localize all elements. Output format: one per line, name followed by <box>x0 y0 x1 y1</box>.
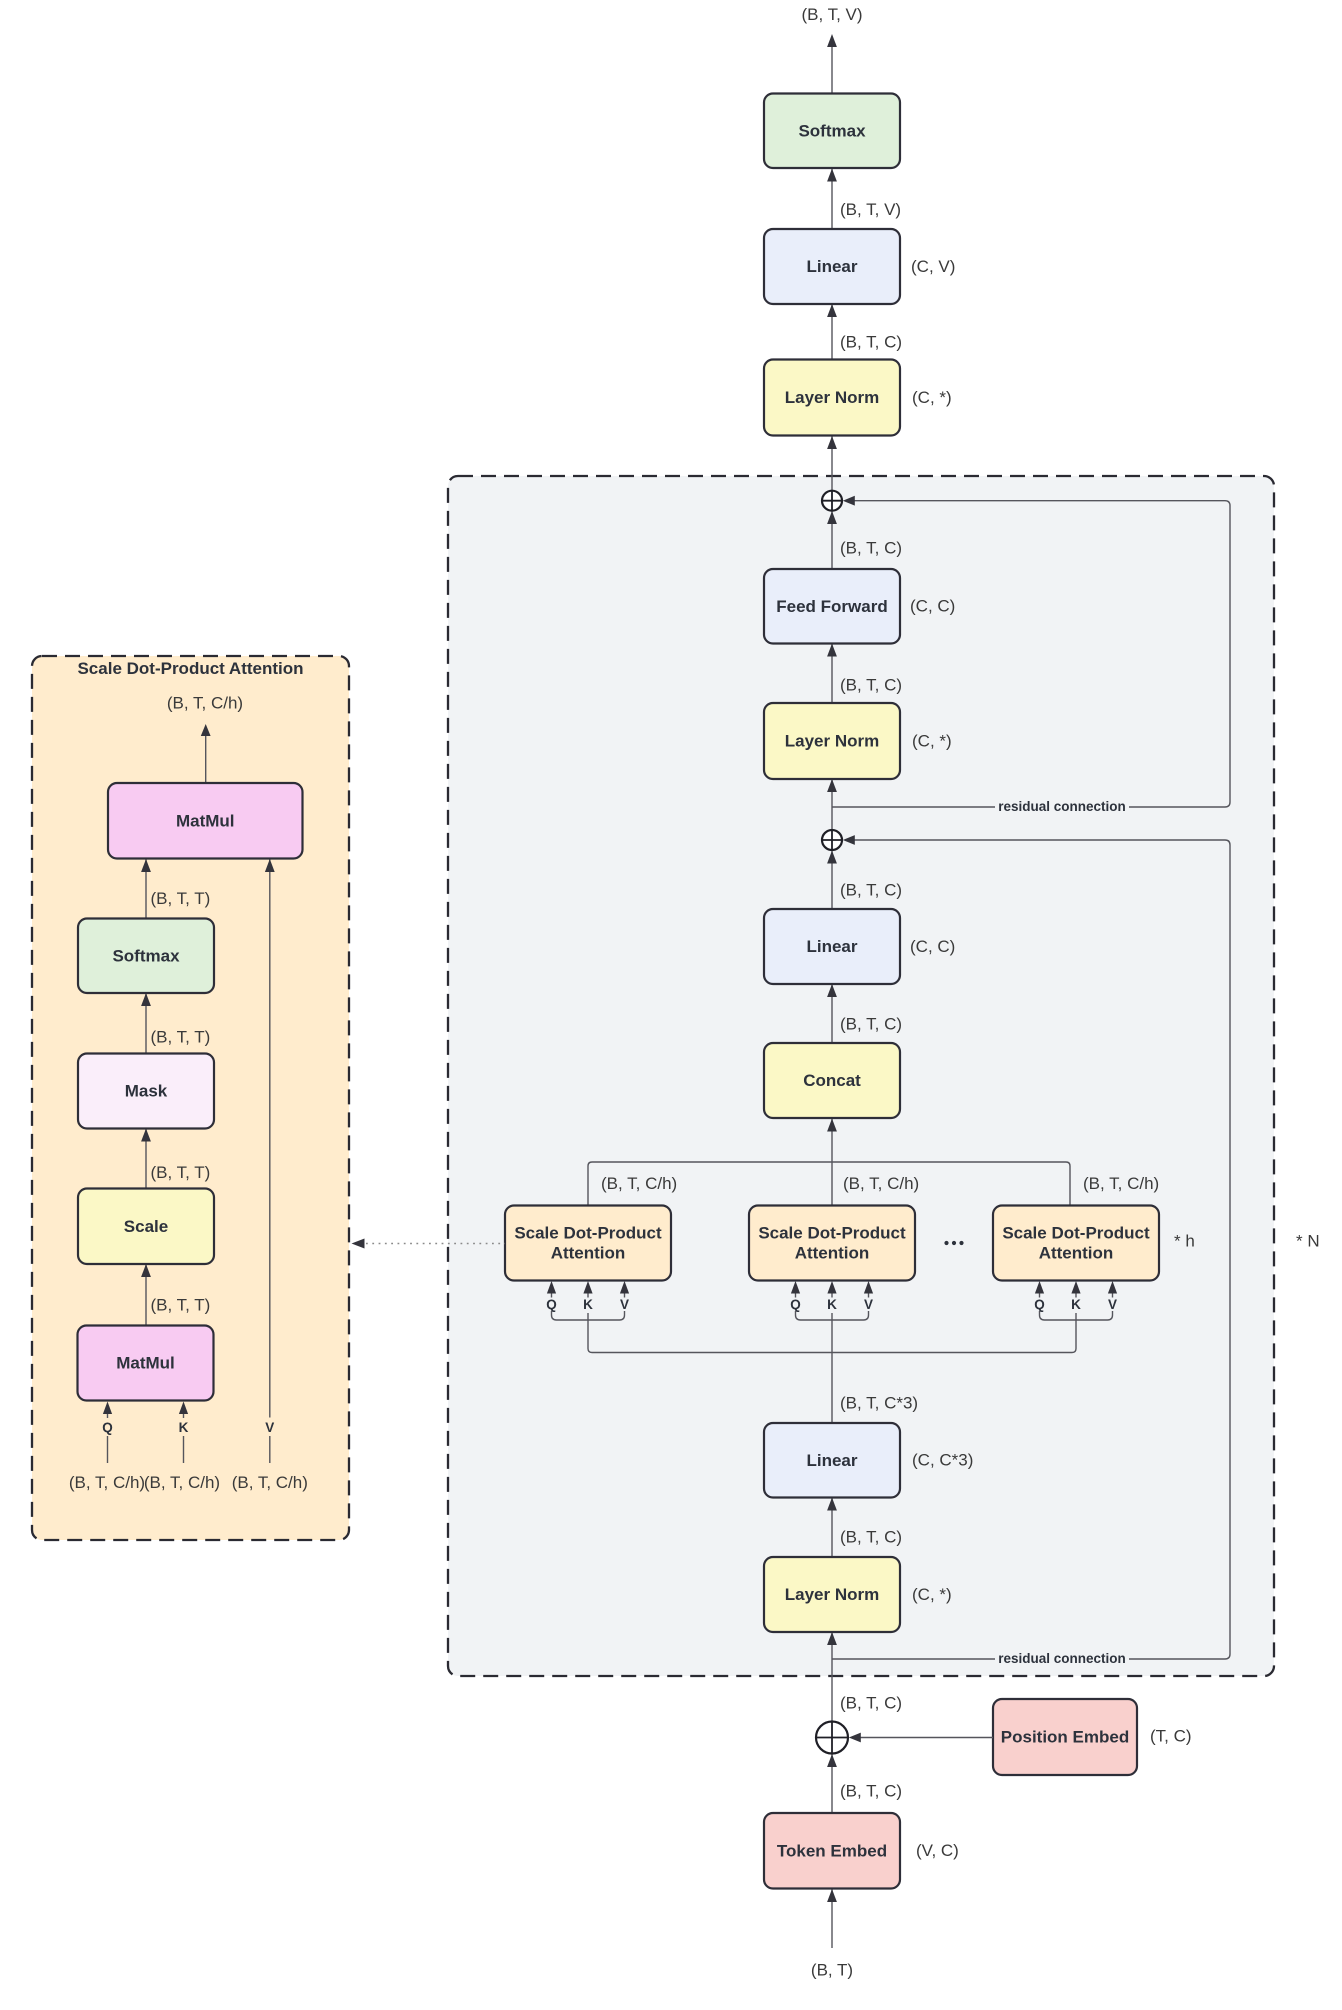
svg-text:(B, T, C): (B, T, C) <box>840 1694 902 1713</box>
svg-text:Q: Q <box>790 1297 801 1312</box>
svg-text:(C, V): (C, V) <box>911 257 955 276</box>
svg-text:(B, T, C): (B, T, C) <box>840 539 902 558</box>
svg-text:Concat: Concat <box>803 1071 861 1090</box>
svg-text:Q: Q <box>1034 1297 1045 1312</box>
svg-text:Linear: Linear <box>806 937 857 956</box>
svg-text:Scale Dot-Product Attention: Scale Dot-Product Attention <box>77 659 303 678</box>
svg-text:Softmax: Softmax <box>798 121 866 140</box>
svg-text:V: V <box>265 1420 274 1435</box>
svg-text:Softmax: Softmax <box>112 946 180 965</box>
svg-text:(B, T, T): (B, T, T) <box>151 1163 211 1182</box>
svg-text:Attention: Attention <box>1039 1243 1114 1262</box>
svg-text:residual connection: residual connection <box>998 1651 1126 1666</box>
svg-text:(B, T, C*3): (B, T, C*3) <box>840 1394 918 1413</box>
svg-text:(B, T, C/h): (B, T, C/h) <box>69 1473 145 1492</box>
svg-text:Layer Norm: Layer Norm <box>785 732 879 751</box>
svg-text:(B, T, C): (B, T, C) <box>840 333 902 352</box>
svg-text:Attention: Attention <box>551 1243 626 1262</box>
svg-text:Mask: Mask <box>125 1082 168 1101</box>
svg-text:Linear: Linear <box>806 257 857 276</box>
svg-text:Scale Dot-Product: Scale Dot-Product <box>514 1224 662 1243</box>
svg-text:residual connection: residual connection <box>998 799 1126 814</box>
svg-text:(C, C): (C, C) <box>910 937 955 956</box>
svg-text:(B, T, C/h): (B, T, C/h) <box>843 1174 919 1193</box>
svg-text:(B, T, V): (B, T, V) <box>801 5 862 24</box>
svg-text:* N: * N <box>1296 1232 1320 1251</box>
svg-text:(B, T, C): (B, T, C) <box>840 1528 902 1547</box>
svg-text:(B, T, C): (B, T, C) <box>840 881 902 900</box>
svg-text:(B, T, C/h): (B, T, C/h) <box>144 1473 220 1492</box>
svg-text:Layer Norm: Layer Norm <box>785 1585 879 1604</box>
svg-text:Feed Forward: Feed Forward <box>776 597 887 616</box>
svg-text:(B, T, C): (B, T, C) <box>840 676 902 695</box>
svg-text:K: K <box>1071 1297 1081 1312</box>
svg-text:Layer Norm: Layer Norm <box>785 388 879 407</box>
svg-text:(B, T, V): (B, T, V) <box>840 200 901 219</box>
svg-text:(C, *): (C, *) <box>912 732 952 751</box>
svg-text:Scale: Scale <box>124 1217 168 1236</box>
svg-text:(B, T, C/h): (B, T, C/h) <box>601 1174 677 1193</box>
svg-text:Q: Q <box>546 1297 557 1312</box>
svg-text:(C, *): (C, *) <box>912 1585 952 1604</box>
svg-text:Linear: Linear <box>806 1451 857 1470</box>
svg-text:V: V <box>1108 1297 1117 1312</box>
svg-text:(B, T): (B, T) <box>811 1961 853 1980</box>
svg-text:MatMul: MatMul <box>176 811 235 830</box>
svg-text:(T, C): (T, C) <box>1150 1727 1192 1746</box>
svg-text:(B, T, C/h): (B, T, C/h) <box>232 1473 308 1492</box>
svg-text:(B, T, C/h): (B, T, C/h) <box>167 694 243 713</box>
svg-text:K: K <box>583 1297 593 1312</box>
svg-text:Scale Dot-Product: Scale Dot-Product <box>758 1224 906 1243</box>
svg-text:(C, *): (C, *) <box>912 388 952 407</box>
svg-text:* h: * h <box>1174 1232 1195 1251</box>
svg-text:Scale Dot-Product: Scale Dot-Product <box>1002 1224 1150 1243</box>
svg-text:V: V <box>864 1297 873 1312</box>
svg-text:(B, T, C): (B, T, C) <box>840 1782 902 1801</box>
svg-text:K: K <box>827 1297 837 1312</box>
svg-text:(C, C*3): (C, C*3) <box>912 1451 973 1470</box>
svg-text:(B, T, C): (B, T, C) <box>840 1015 902 1034</box>
svg-text:MatMul: MatMul <box>116 1354 175 1373</box>
svg-text:V: V <box>620 1297 629 1312</box>
svg-text:(B, T, T): (B, T, T) <box>151 1296 211 1315</box>
svg-text:Position Embed: Position Embed <box>1001 1728 1129 1747</box>
svg-text:Token Embed: Token Embed <box>777 1841 887 1860</box>
svg-text:(B, T, C/h): (B, T, C/h) <box>1083 1174 1159 1193</box>
svg-text:K: K <box>179 1420 189 1435</box>
svg-text:(V, C): (V, C) <box>916 1841 959 1860</box>
svg-text:(C, C): (C, C) <box>910 597 955 616</box>
svg-text:Attention: Attention <box>795 1243 870 1262</box>
svg-text:(B, T, T): (B, T, T) <box>151 889 211 908</box>
svg-text:Q: Q <box>102 1420 113 1435</box>
svg-text:(B, T, T): (B, T, T) <box>151 1028 211 1047</box>
